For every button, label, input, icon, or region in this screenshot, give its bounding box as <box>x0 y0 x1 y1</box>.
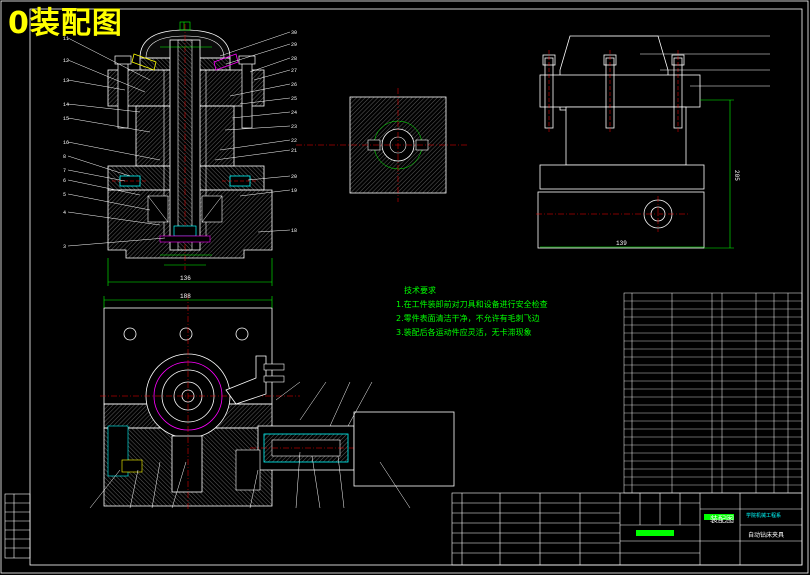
svg-text:24: 24 <box>291 110 297 116</box>
svg-text:15: 15 <box>63 116 69 122</box>
tech-requirement-3: 3.装配后各运动件应灵活，无卡滞现象 <box>396 328 532 337</box>
svg-text:14: 14 <box>63 102 69 108</box>
svg-text:21: 21 <box>291 148 297 154</box>
svg-text:4: 4 <box>63 210 66 216</box>
plan-view <box>89 294 455 510</box>
svg-text:3: 3 <box>63 244 66 250</box>
svg-text:13: 13 <box>63 78 69 84</box>
title-block-drawing-name: 装配图 <box>710 515 734 524</box>
front-section-view: 11 12 13 14 15 16 8 7 6 5 4 3 30 29 28 27 26 25 24 23… <box>63 21 297 286</box>
title-block-green-marks <box>636 514 734 536</box>
svg-text:6: 6 <box>63 178 66 184</box>
title-block <box>451 492 803 566</box>
svg-text:7: 7 <box>63 168 66 174</box>
svg-text:11: 11 <box>63 36 69 42</box>
svg-text:8: 8 <box>63 154 66 160</box>
tech-requirements-heading: 技术要求 <box>404 286 436 295</box>
svg-text:29: 29 <box>291 42 297 48</box>
svg-text:22: 22 <box>291 138 297 144</box>
plan-width-dimension: 188 <box>180 293 191 300</box>
tech-requirement-2: 2.零件表面清洁干净，不允许有毛刺飞边 <box>396 314 540 323</box>
title-block-subtitle: 自动钻床夹具 <box>748 532 785 539</box>
svg-text:25: 25 <box>291 96 297 102</box>
svg-text:23: 23 <box>291 124 297 130</box>
svg-text:5: 5 <box>63 192 66 198</box>
parts-list-table <box>623 292 803 494</box>
title-block-school: 学院机械工程系 <box>746 513 782 519</box>
tech-requirement-1: 1.在工件装卸前对刀具和设备进行安全检查 <box>396 300 548 309</box>
side-height-dimension: 205 <box>733 170 740 181</box>
svg-text:18: 18 <box>291 228 297 234</box>
svg-text:19: 19 <box>291 188 297 194</box>
svg-text:20: 20 <box>291 174 297 180</box>
svg-text:30: 30 <box>291 30 297 36</box>
parts-list-rows <box>624 300 802 486</box>
side-view <box>536 35 770 249</box>
svg-text:26: 26 <box>291 82 297 88</box>
front-width-dimension: 136 <box>180 275 191 282</box>
drawing-title: 0装配图 <box>8 6 123 41</box>
svg-text:27: 27 <box>291 68 297 74</box>
side-width-dimension: 139 <box>616 240 627 247</box>
svg-text:28: 28 <box>291 56 297 62</box>
svg-text:12: 12 <box>63 58 69 64</box>
technical-requirements: 技术要求 1.在工件装卸前对刀具和设备进行安全检查 2.零件表面清洁干净，不允许… <box>396 284 548 340</box>
svg-text:16: 16 <box>63 140 69 146</box>
section-detail-view <box>296 88 468 202</box>
left-revision-strip <box>4 493 31 559</box>
